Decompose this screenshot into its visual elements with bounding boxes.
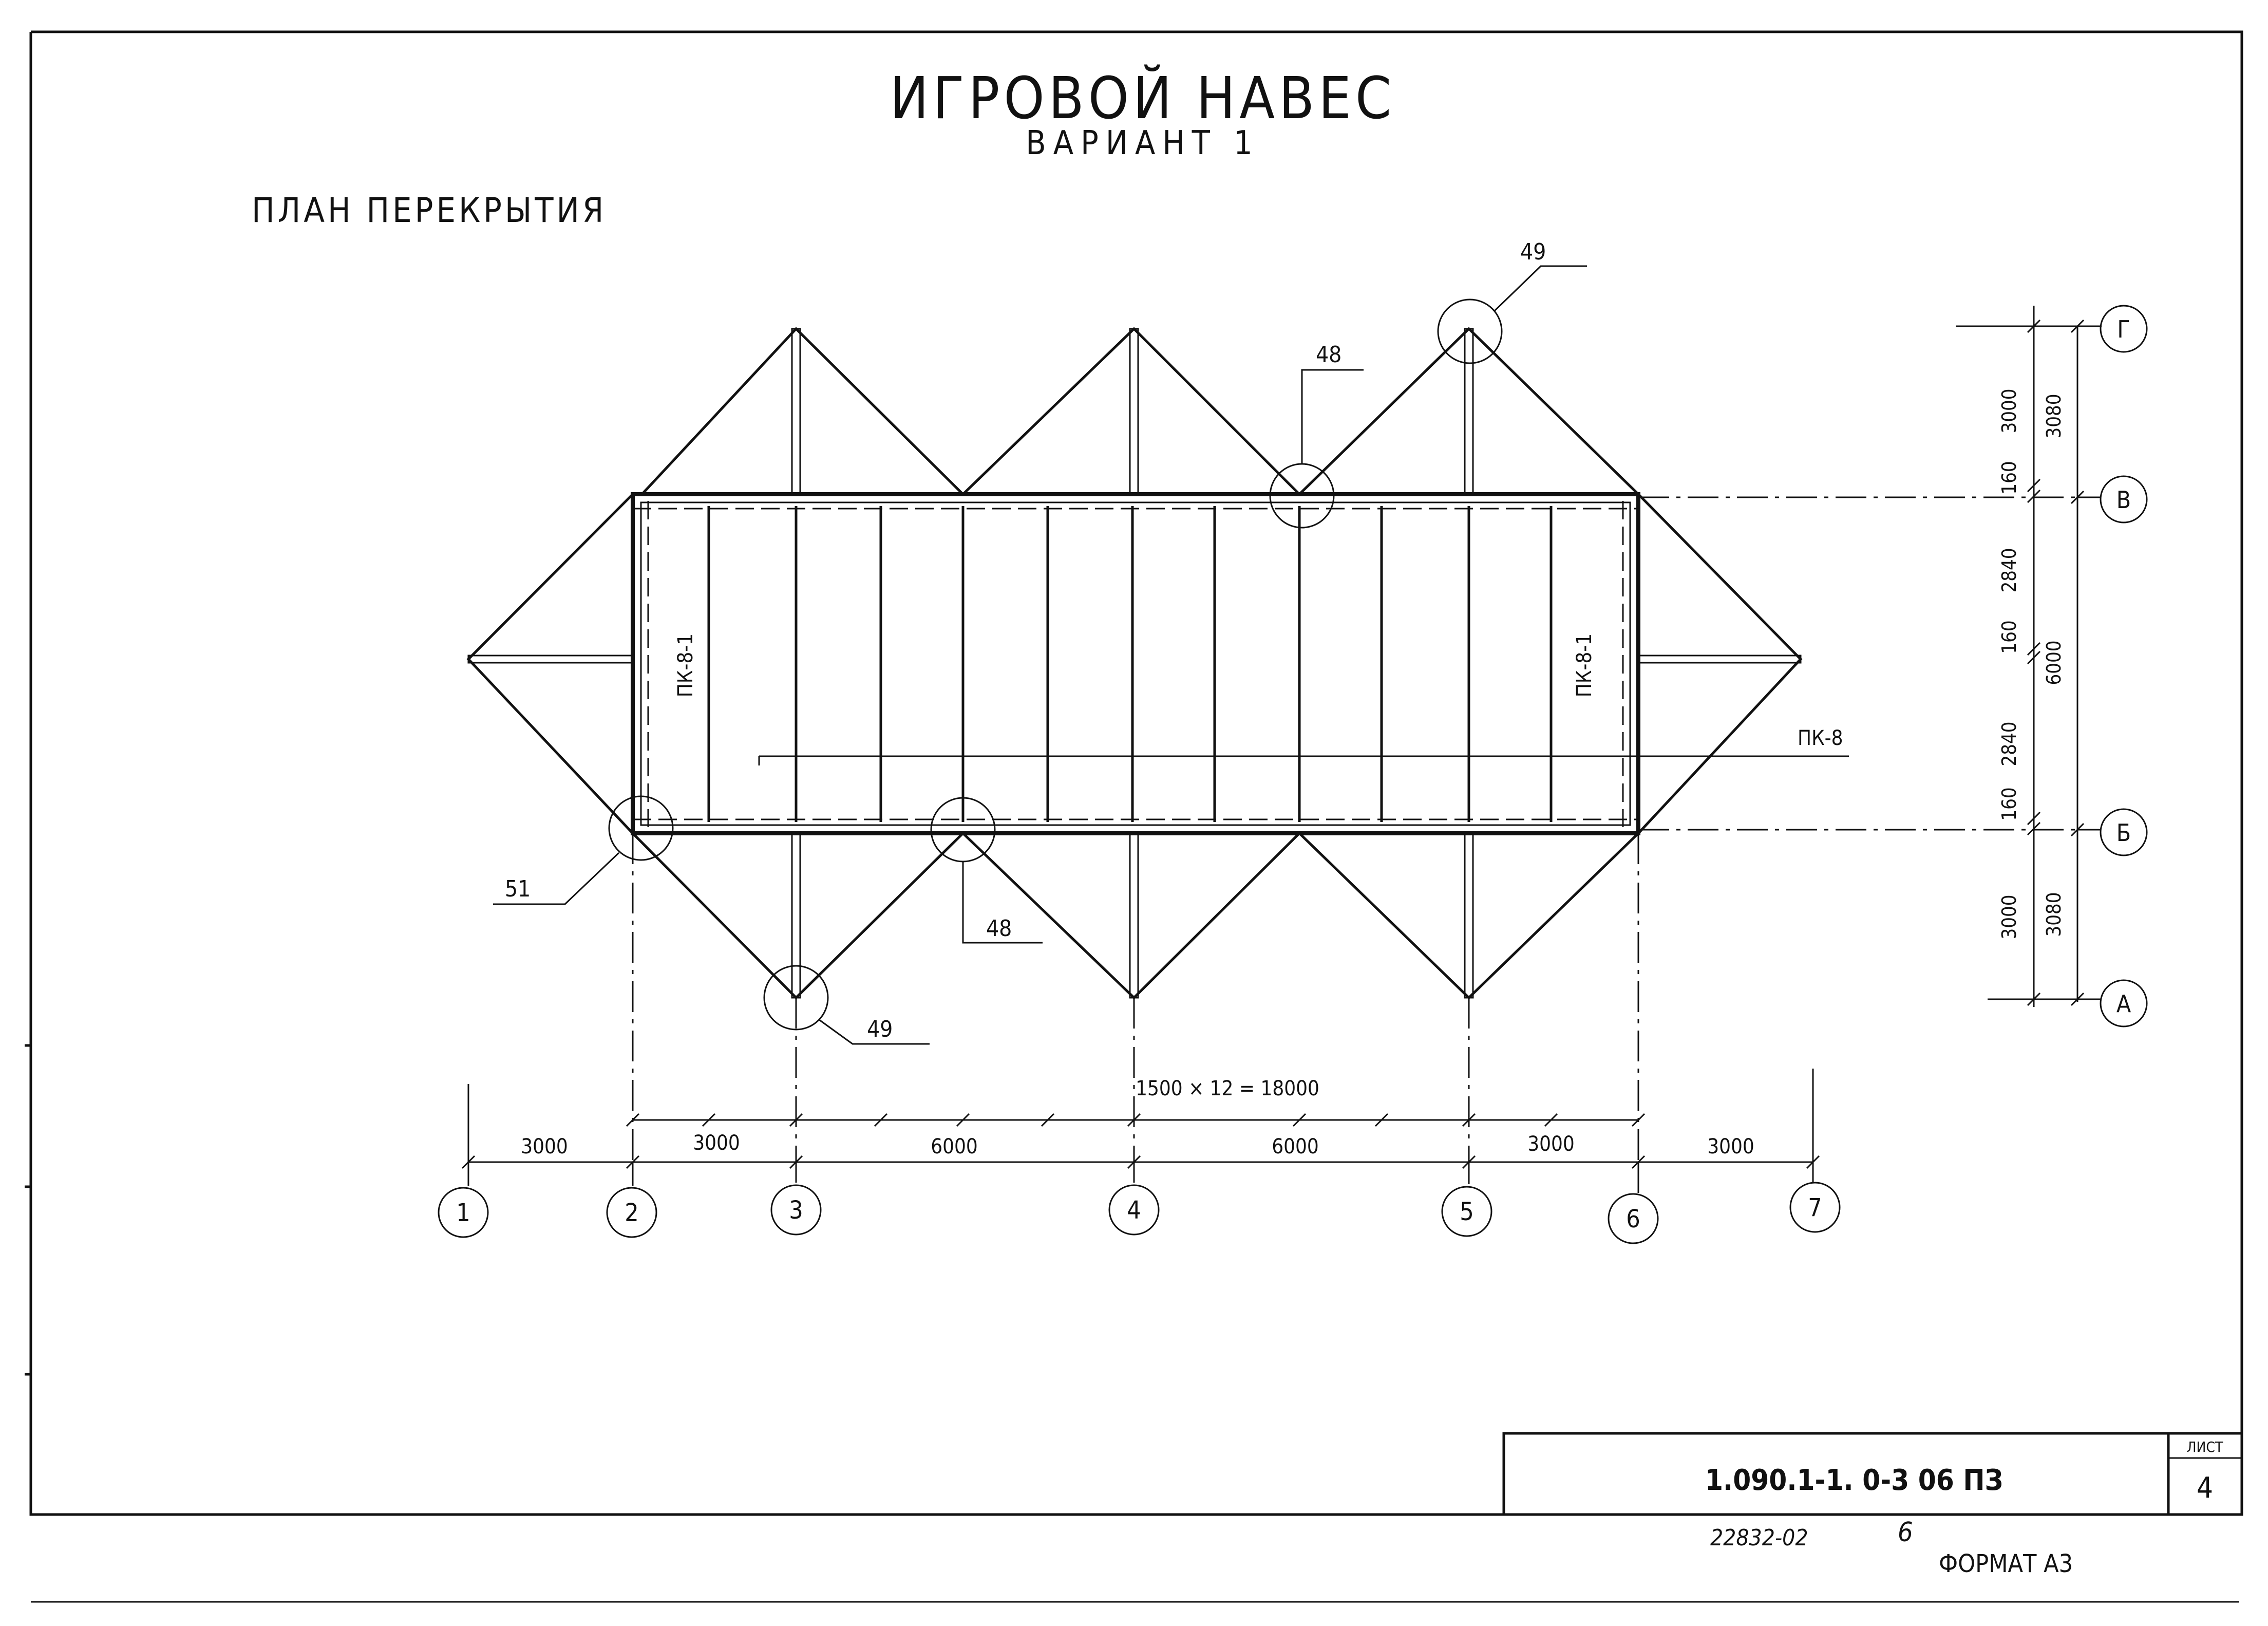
stamp-code: 1.090.1-1. 0-3 06 ПЗ <box>1705 1464 2003 1497</box>
dim-lower-6: 3000 <box>1707 1135 1754 1158</box>
format-label: ФОРМАТ А3 <box>1939 1549 2073 1578</box>
purlins <box>707 506 1553 822</box>
dim-right-outer-1: 3080 <box>2043 394 2065 439</box>
axis-6-label: 6 <box>1626 1205 1640 1233</box>
dim-lower-5: 3000 <box>1527 1132 1575 1156</box>
stamp-sheet-label: ЛИСТ <box>2187 1438 2223 1455</box>
outrigger-posts <box>467 328 1802 999</box>
axis-2-label: 2 <box>625 1199 638 1227</box>
numeric-axis-markers <box>438 1162 1841 1244</box>
inventory-number: 22832-02 <box>1710 1525 1808 1551</box>
callout-49-bottom: 49 <box>867 1016 893 1042</box>
callout-48-bottom: 48 <box>986 915 1012 942</box>
dim-right-inner-5: 2840 <box>1998 722 2020 767</box>
axis-1-label: 1 <box>456 1199 470 1227</box>
axis-v-label: В <box>2116 486 2131 514</box>
bottom-dimension-lines <box>461 1069 1820 1171</box>
axis-4-label: 4 <box>1127 1196 1141 1225</box>
stamp-sheet-number: 4 <box>2197 1471 2213 1505</box>
axis-5-label: 5 <box>1460 1198 1473 1226</box>
center-truss-leader <box>758 755 1849 765</box>
dim-lower-2: 3000 <box>693 1131 740 1155</box>
dim-right-outer-2: 6000 <box>2043 641 2065 685</box>
dim-right-inner-7: 3000 <box>1998 895 2020 940</box>
drawing-title: ИГРОВОЙ НАВЕС <box>890 64 1396 132</box>
dim-right-outer-3: 3080 <box>2043 892 2065 937</box>
node-callouts <box>493 265 1587 1045</box>
title-block <box>1502 1432 2243 1516</box>
drawing-variant: ВАРИАНТ 1 <box>1026 124 1259 162</box>
right-dimension-lines <box>1956 306 2101 1007</box>
dim-lower-3: 6000 <box>931 1135 978 1158</box>
copy-number: 6 <box>1898 1517 1913 1548</box>
axis-g-label: Г <box>2117 315 2130 343</box>
letter-axis-markers <box>2077 305 2148 1027</box>
roof-frame <box>631 492 1640 835</box>
callout-49-top: 49 <box>1520 239 1546 265</box>
dim-right-inner-6: 160 <box>1998 787 2020 820</box>
center-truss-mark: ПК-8 <box>1798 726 1843 750</box>
right-truss-mark: ПК-8-1 <box>1573 633 1596 697</box>
dim-right-inner-1: 3000 <box>1998 389 2020 434</box>
diagonal-braces <box>466 327 1803 1000</box>
dim-lower-1: 3000 <box>521 1135 568 1158</box>
axis-7-label: 7 <box>1808 1193 1822 1222</box>
dim-right-inner-4: 160 <box>1998 620 2020 653</box>
grid-axis-lines <box>632 496 2085 1176</box>
dim-right-inner-2: 160 <box>1998 461 2020 494</box>
dim-right-inner-3: 2840 <box>1998 548 2020 593</box>
axis-3-label: 3 <box>789 1196 803 1225</box>
axis-b-label: Б <box>2116 819 2131 847</box>
plan-subtitle: ПЛАН ПЕРЕКРЫТИЯ <box>252 191 607 230</box>
callout-51: 51 <box>505 876 531 902</box>
callout-48-top: 48 <box>1316 342 1341 368</box>
dim-upper-chain: 1500 × 12 = 18000 <box>1136 1077 1319 1100</box>
dim-lower-4: 6000 <box>1272 1135 1319 1158</box>
left-truss-mark: ПК-8-1 <box>674 633 697 697</box>
axis-a-label: А <box>2116 990 2131 1018</box>
